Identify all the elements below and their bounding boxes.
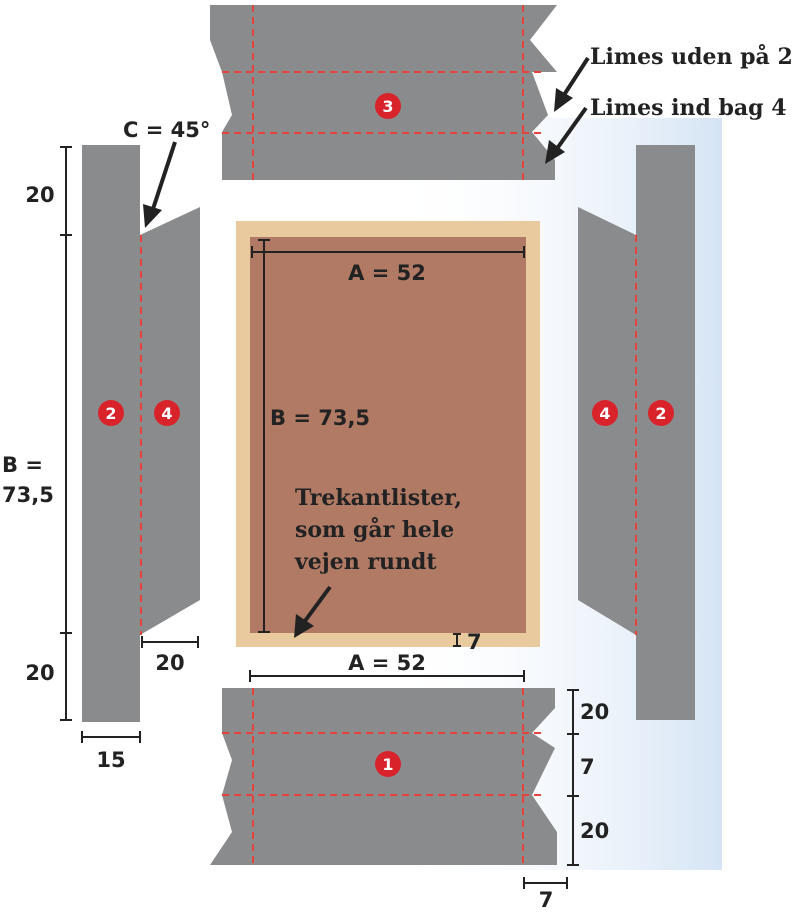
piece-left-strip [82, 145, 140, 722]
dim-flap-20: 20 [155, 651, 184, 675]
piece-3: 3 [210, 5, 557, 180]
badge-1-label: 1 [382, 755, 393, 774]
left-dimensions: 20 B = 73,5 20 15 20 [2, 146, 199, 772]
piece-1-bottom-flap [210, 795, 557, 865]
angle-arrow-line [150, 141, 177, 213]
limes-uden-arrow-head [554, 88, 573, 112]
badge-4-left [154, 400, 180, 426]
piece-1: 1 [210, 688, 557, 865]
angle-label: C = 45° [123, 118, 210, 142]
piece-right: 4 2 [578, 145, 695, 720]
badge-3-label: 3 [382, 97, 393, 116]
dim-b-inner: B = 73,5 [270, 406, 370, 430]
trekant-label-line1: Trekantlister, [295, 485, 462, 511]
piece-3-bottom-flap [222, 132, 555, 180]
dim-frame-7: 7 [467, 630, 482, 654]
center-board: A = 52 B = 73,5 Trekantlister, som går h… [236, 221, 540, 654]
badge-4-right-label: 4 [599, 404, 610, 423]
badge-4-right [592, 400, 618, 426]
board-surface [250, 237, 526, 633]
badge-2-left-label: 2 [105, 404, 116, 423]
dim-left-bottom-20: 20 [25, 661, 54, 685]
piece-3-top-flap [210, 5, 557, 72]
dim-right-7: 7 [580, 755, 595, 779]
piece-left: 2 4 [82, 145, 200, 722]
trekant-label-line2: som går hele [295, 517, 454, 543]
badge-4-left-label: 4 [161, 404, 172, 423]
dim-bottom-7: 7 [539, 888, 554, 910]
piece-right-strip [636, 145, 695, 720]
dim-right-20b: 20 [580, 819, 609, 843]
dim-width-15: 15 [96, 748, 125, 772]
limes-ind-label: Limes ind bag 4 [590, 95, 787, 121]
trekant-arrow-head [294, 614, 314, 638]
badge-2-right-label: 2 [655, 404, 666, 423]
dim-a-inner: A = 52 [348, 261, 426, 285]
limes-ind-arrow-head [545, 140, 565, 164]
dim-a-bottom: A = 52 [348, 651, 426, 675]
badge-2-left [98, 400, 124, 426]
badge-1 [375, 751, 401, 777]
piece-1-top-flap [222, 688, 555, 733]
limes-ind-arrow-line [554, 106, 588, 152]
limes-uden-label: Limes uden på 2 [590, 44, 793, 70]
angle-arrow-head [143, 204, 162, 228]
limes-uden-arrow-line [560, 56, 590, 100]
dim-left-b-line1: B = [2, 453, 43, 477]
trekant-label-line3: vejen rundt [294, 549, 437, 575]
dim-left-top-20: 20 [25, 183, 54, 207]
bottom-right-dimensions: 20 7 20 7 [523, 689, 609, 912]
trekant-arrow-line [300, 585, 332, 627]
dim-right-20a: 20 [580, 700, 609, 724]
badge-2-right [648, 400, 674, 426]
dim-left-b-line2: 73,5 [2, 483, 54, 507]
badge-3 [375, 93, 401, 119]
